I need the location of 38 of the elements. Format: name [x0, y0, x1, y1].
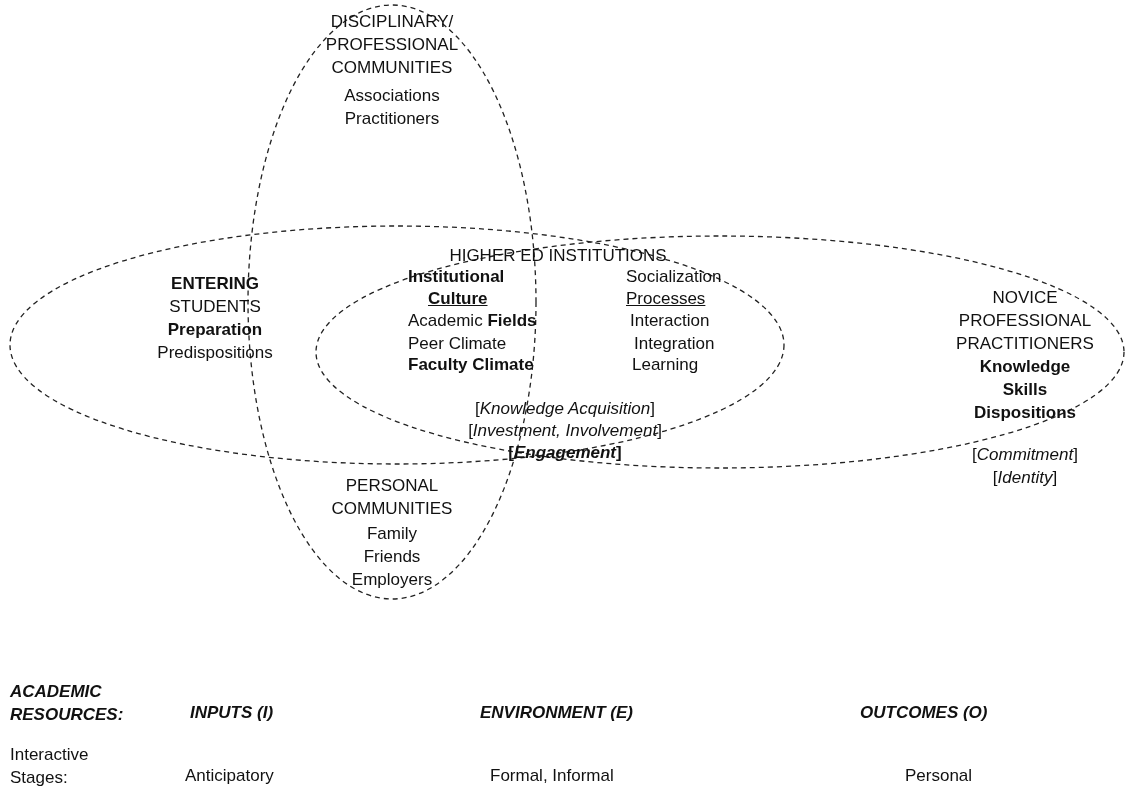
- item-text: Socialization: [626, 266, 723, 288]
- item-text: Skills: [1001, 379, 1049, 401]
- item-text: Processes: [626, 288, 707, 310]
- row-text: Interactive Stages:: [10, 744, 90, 789]
- row-text: Anticipatory: [185, 765, 275, 787]
- bracket-note: [Commitment]: [971, 444, 1079, 466]
- column-heading: ACADEMIC RESOURCES:: [10, 681, 125, 726]
- row-text: Personal: [905, 765, 974, 787]
- item-text: Knowledge: [978, 356, 1072, 378]
- heading: STUDENTS: [168, 296, 262, 318]
- item-text: Peer Climate: [408, 333, 508, 355]
- column-heading: OUTCOMES (O): [860, 702, 989, 724]
- item-text: Predispositions: [156, 342, 274, 364]
- heading: ENTERING: [170, 273, 260, 295]
- item-text: Dispositions: [973, 402, 1077, 424]
- row-text: Formal, Informal: [490, 765, 615, 787]
- heading: DISCIPLINARY/ PROFESSIONAL COMMUNITIES: [324, 11, 460, 79]
- item-text: Practitioners: [343, 108, 441, 130]
- item-text: Preparation: [166, 319, 264, 341]
- item-text: Institutional: [408, 266, 506, 288]
- item-text: Family: [365, 523, 419, 545]
- heading: PERSONAL COMMUNITIES: [330, 475, 454, 520]
- column-heading: ENVIRONMENT (E): [480, 702, 634, 724]
- column-heading: INPUTS (I): [190, 702, 275, 724]
- item-text: Learning: [632, 354, 700, 376]
- bracket-note: [Identity]: [991, 467, 1059, 489]
- item-text: Culture: [428, 288, 489, 310]
- dashed-ellipse: [9, 225, 785, 465]
- heading: NOVICE PROFESSIONAL PRACTITIONERS: [955, 287, 1095, 355]
- item-text: Academic Fields: [408, 310, 538, 332]
- item-text: Friends: [362, 546, 422, 568]
- item-text: Faculty Climate: [408, 354, 535, 376]
- item-text: Interaction: [630, 310, 711, 332]
- item-text: Associations: [343, 85, 441, 107]
- item-text: Integration: [634, 333, 716, 355]
- bracket-note: [Knowledge Acquisition]: [474, 398, 656, 420]
- bracket-note: [Investment, Involvement]: [467, 420, 663, 442]
- item-text: Employers: [350, 569, 434, 591]
